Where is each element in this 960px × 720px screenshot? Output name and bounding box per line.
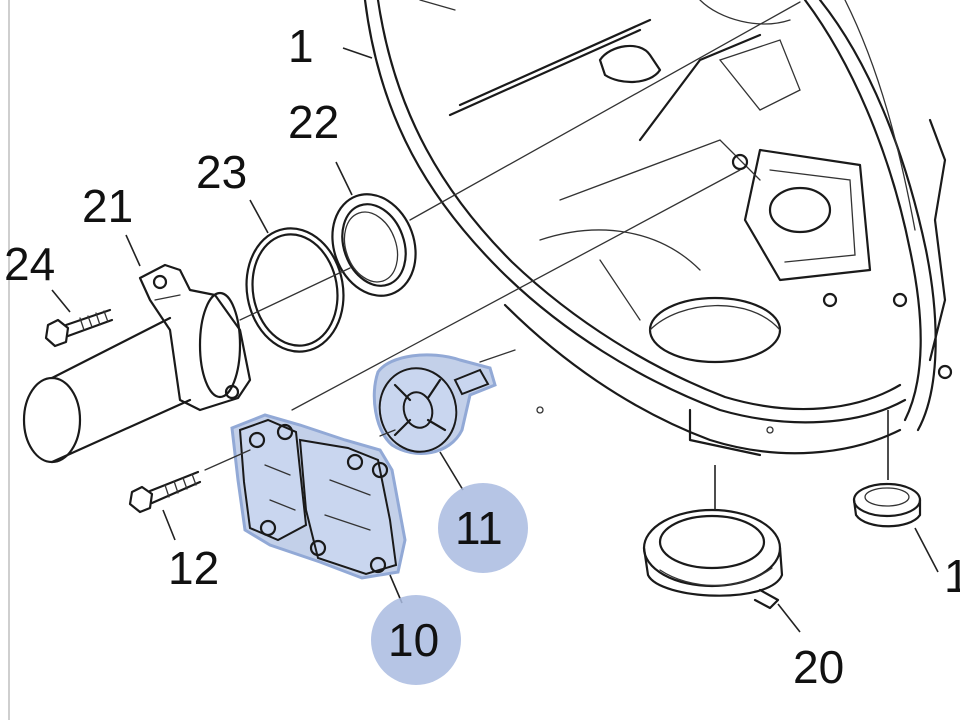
bolt-part-12 (128, 470, 202, 514)
callout-11[interactable]: 11 (455, 502, 503, 554)
badge-11 (438, 483, 528, 573)
housing-part-1 (363, 0, 953, 457)
leader-lines (51, 1, 939, 633)
seal-part-22 (331, 193, 417, 297)
badge-10 (371, 595, 461, 685)
callout-22: 22 (288, 96, 339, 148)
guide-sleeve-part-21 (22, 263, 252, 464)
callout-10[interactable]: 10 (388, 614, 439, 666)
bracket-part-10[interactable] (230, 413, 407, 580)
seal-part-20 (642, 508, 784, 610)
callout-1: 1 (288, 20, 314, 72)
coupling-part-11[interactable] (370, 353, 497, 461)
bolt-part-24 (44, 308, 114, 348)
callout-12: 12 (168, 542, 219, 594)
callout-20: 20 (793, 641, 844, 693)
callout-24: 24 (4, 238, 55, 290)
o-ring-part-23 (245, 227, 345, 353)
callout-21: 21 (82, 180, 133, 232)
callout-edge: 1 (944, 550, 960, 602)
callout-23: 23 (196, 146, 247, 198)
plug-part (852, 482, 922, 528)
